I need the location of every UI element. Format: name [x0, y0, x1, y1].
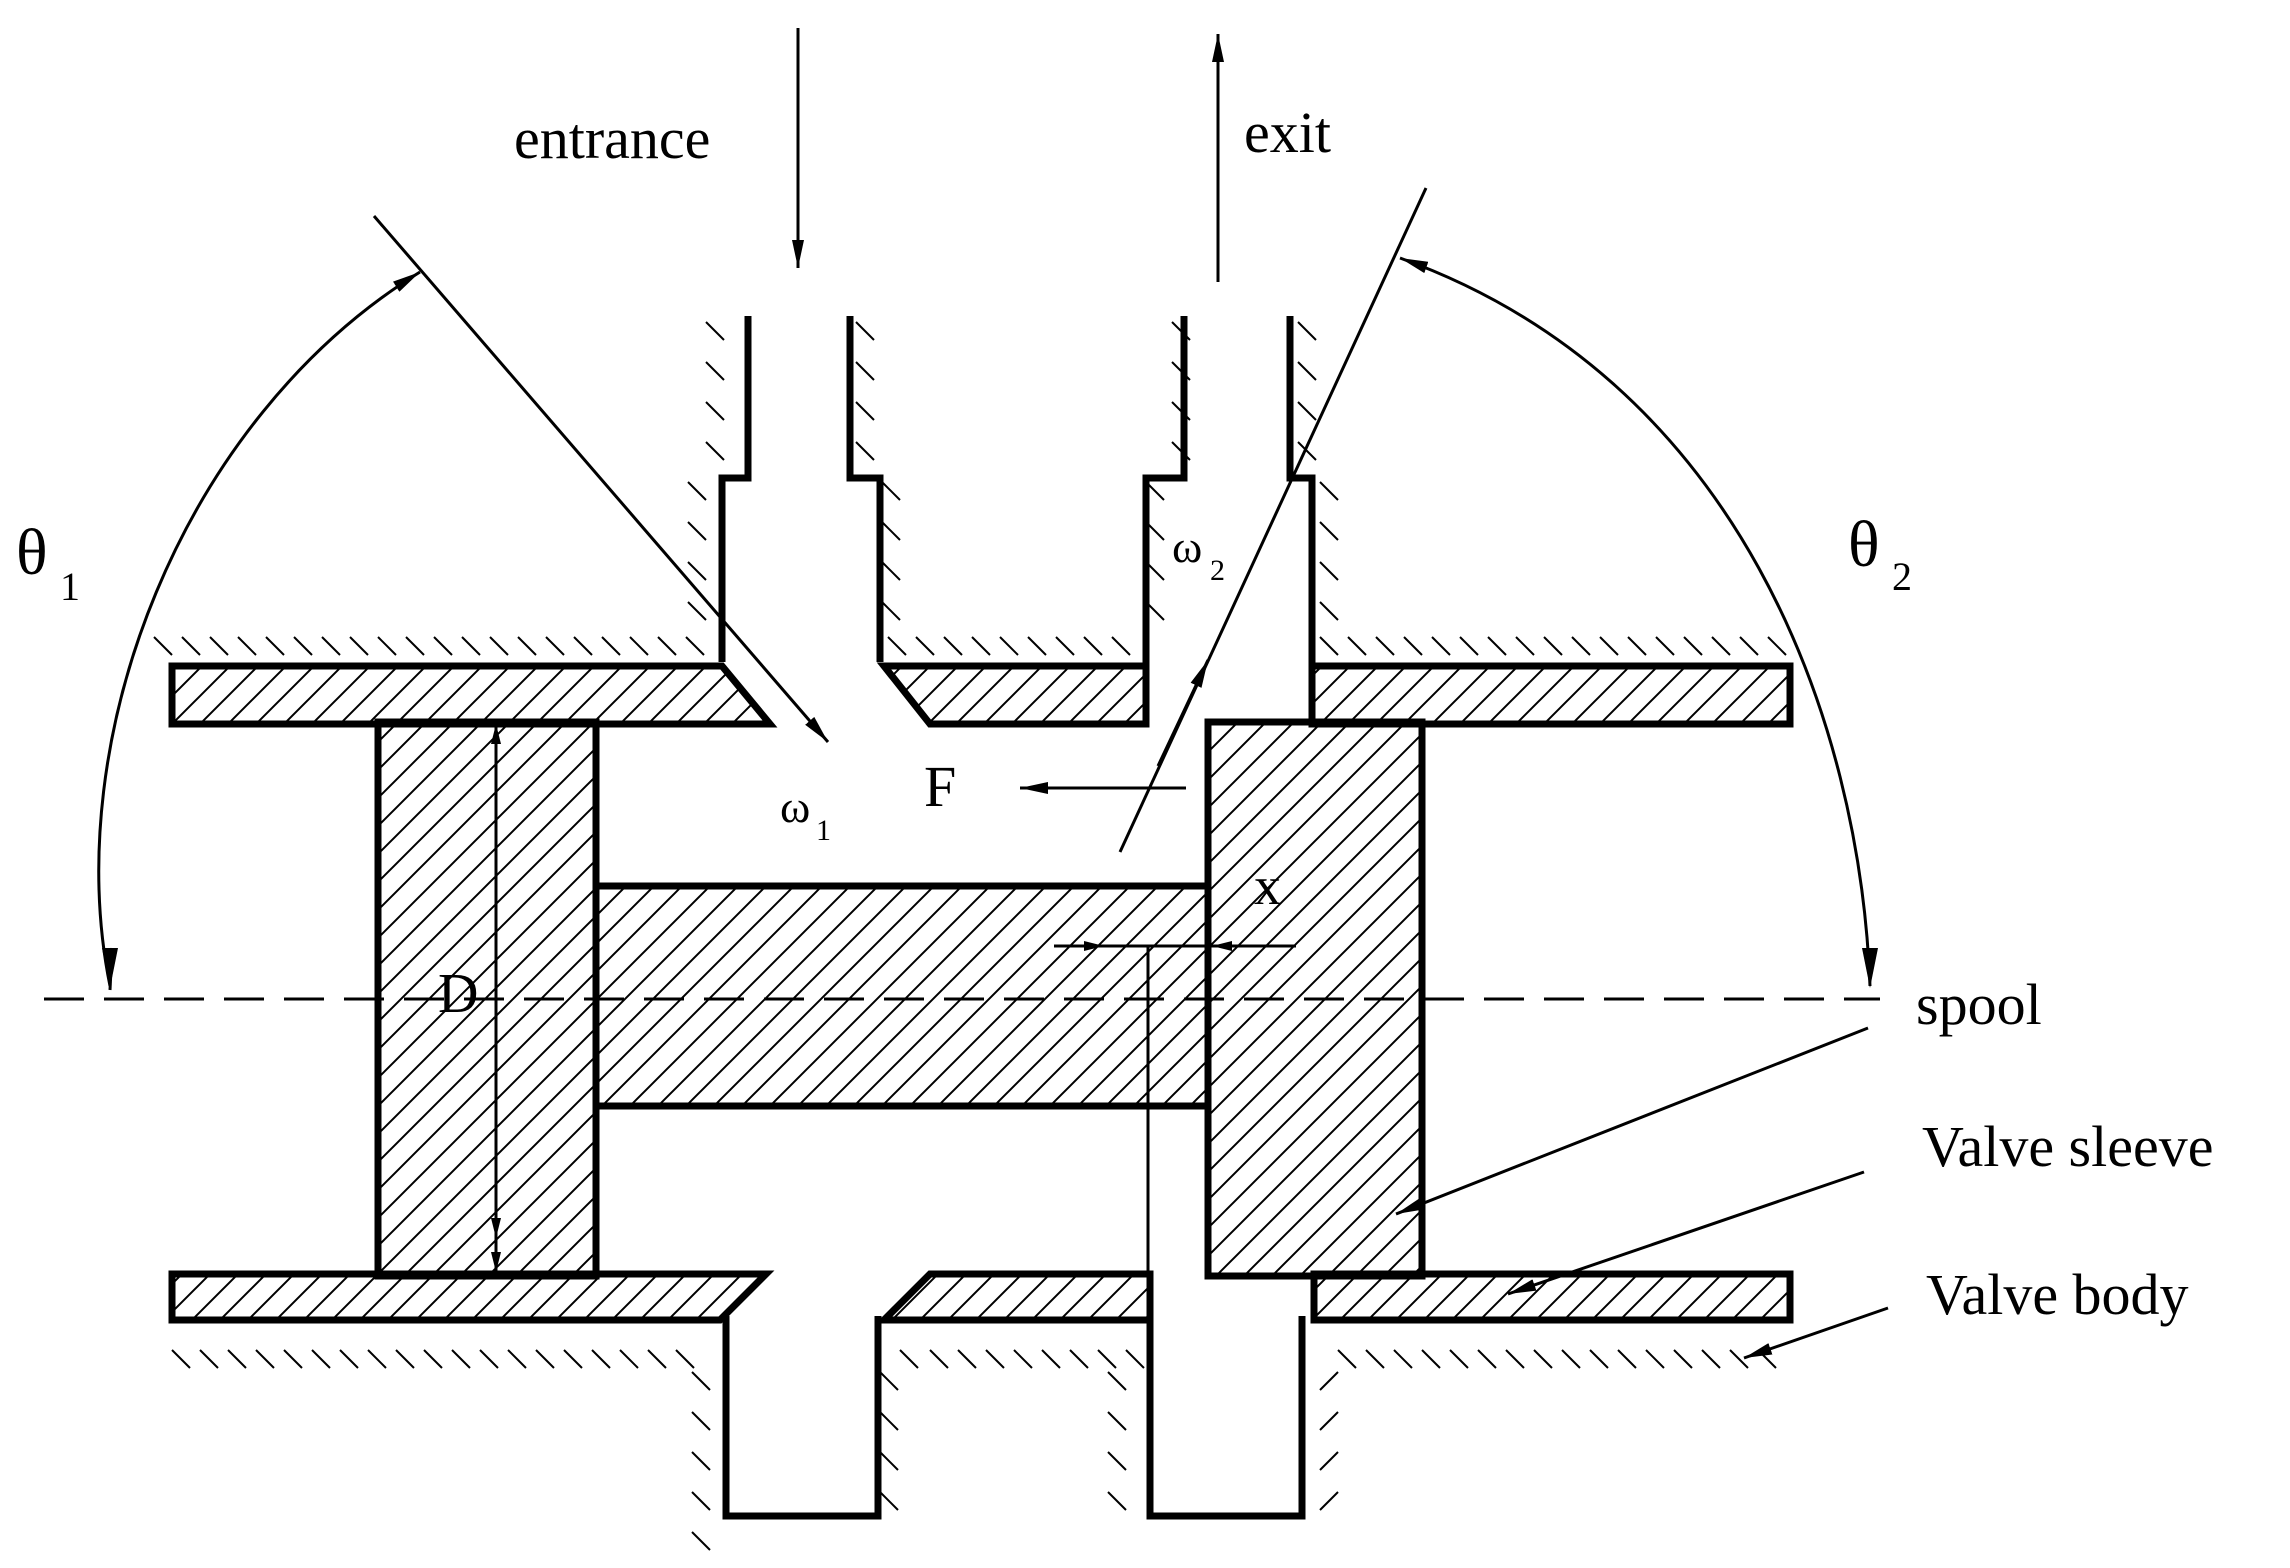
spool: [374, 718, 1426, 1280]
spool-leader: [1395, 1026, 1869, 1216]
spool-stem: [592, 882, 1212, 1110]
omega1-label: ω 1: [780, 781, 831, 847]
sleeve-bottom-middle: [875, 1270, 1154, 1324]
svg-text:θ: θ: [16, 516, 48, 589]
theta2-label: θ 2: [1848, 508, 1912, 599]
valve-sleeve-label: Valve sleeve: [1922, 1114, 2213, 1179]
svg-text:2: 2: [1892, 554, 1912, 599]
valve-sleeve-leader: [1507, 1170, 1865, 1296]
entrance-label: entrance: [514, 106, 710, 171]
sleeve-bottom-left: [168, 1270, 775, 1324]
diameter-label: D: [438, 963, 478, 1025]
svg-text:1: 1: [816, 814, 831, 847]
omega2-label: ω 2: [1172, 521, 1225, 587]
svg-text:1: 1: [60, 564, 80, 609]
theta1-label: θ 1: [16, 516, 80, 609]
sleeve-top-right: [1308, 662, 1794, 728]
force-label: F: [924, 754, 956, 819]
displacement-label: x: [1254, 856, 1281, 916]
spool-label: spool: [1916, 972, 2042, 1037]
valve-body-leader: [1743, 1306, 1889, 1360]
theta2-arc: [1399, 256, 1872, 987]
valve-sleeve: [168, 662, 1794, 1324]
valve-body: [718, 316, 1316, 1520]
theta1-arrowhead-bottom: [102, 948, 118, 988]
theta1-arc: [97, 270, 421, 987]
svg-text:ω: ω: [1172, 521, 1202, 572]
omega1-jet-arrow: [372, 215, 830, 743]
svg-text:θ: θ: [1848, 508, 1880, 581]
svg-text:ω: ω: [780, 781, 810, 832]
sleeve-top-left: [168, 662, 778, 728]
sleeve-top-middle: [876, 662, 1150, 728]
omega2-jet-arrow: [1156, 659, 1210, 767]
valve-body-hatch-ticks: [153, 321, 1787, 1551]
svg-text:2: 2: [1210, 554, 1225, 587]
sleeve-bottom-right: [1310, 1270, 1794, 1324]
exit-label: exit: [1244, 100, 1331, 165]
theta2-arrowhead-bottom: [1862, 948, 1878, 988]
valve-body-label: Valve body: [1926, 1262, 2189, 1327]
